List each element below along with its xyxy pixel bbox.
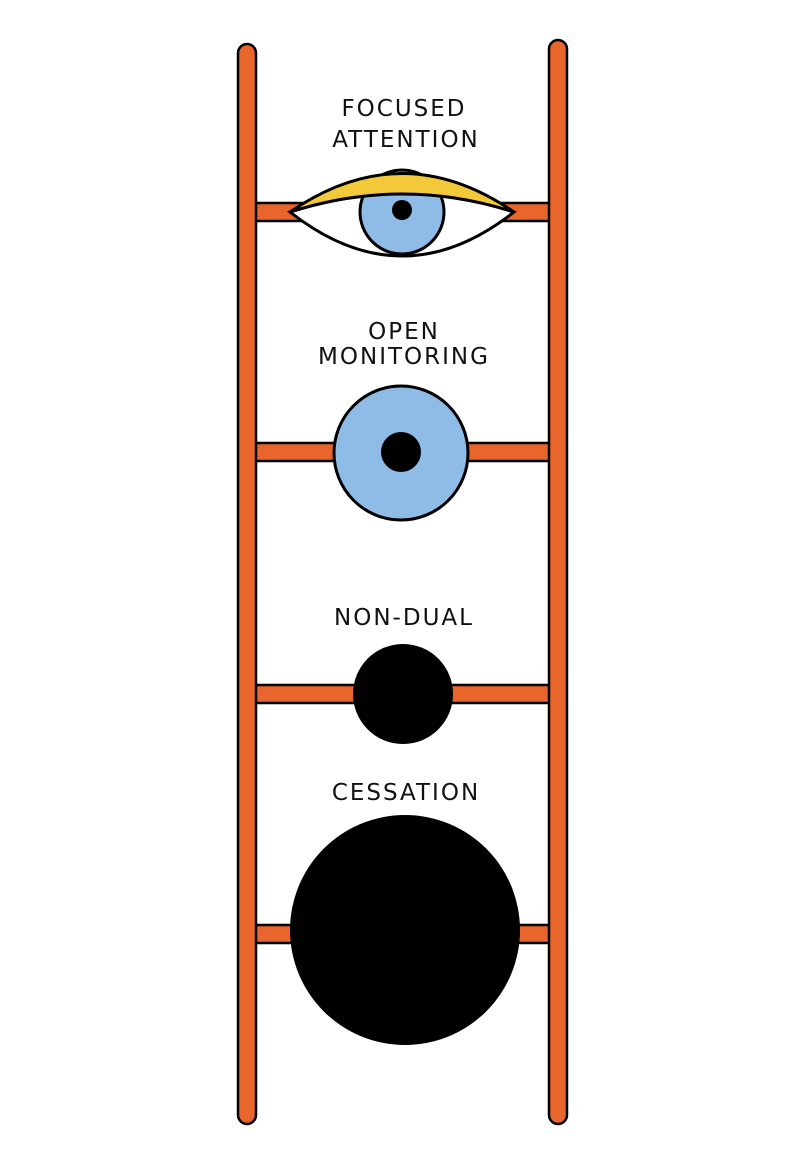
stage-open-monitoring: OPEN MONITORING	[318, 319, 490, 522]
small-black-circle-icon	[353, 644, 453, 744]
stage-label-line: CESSATION	[332, 780, 480, 806]
stage-cessation: CESSATION	[290, 780, 520, 1045]
eye-pupil	[381, 432, 421, 472]
eye-pupil	[392, 200, 412, 220]
stage-label-line: NON-DUAL	[334, 605, 474, 631]
large-black-circle-icon	[290, 815, 520, 1045]
ladder-left-rail	[236, 42, 258, 1126]
stage-label-line: OPEN	[368, 319, 440, 345]
stage-label-line: MONITORING	[318, 344, 490, 370]
stage-label-line: FOCUSED	[341, 96, 466, 122]
ladder-right-rail	[547, 38, 569, 1126]
open-eye-icon	[332, 384, 470, 522]
stage-label-line: ATTENTION	[332, 127, 480, 153]
eyelid	[288, 172, 516, 214]
half-closed-eye-icon	[286, 168, 518, 258]
stage-focused-attention: FOCUSED ATTENTION	[286, 96, 518, 258]
stage-non-dual: NON-DUAL	[334, 605, 474, 744]
ladder-rails	[236, 38, 569, 1126]
